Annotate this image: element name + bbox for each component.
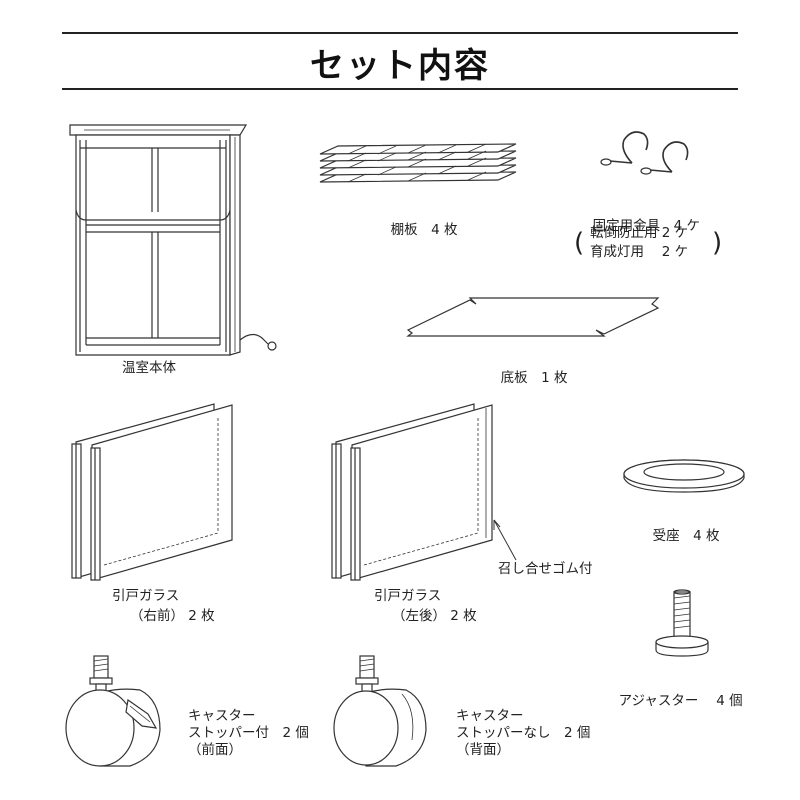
bottom-board-illustration [406, 297, 660, 337]
caster-without-stopper-illustration [333, 655, 427, 767]
sliding-glass-door-left-illustration [331, 403, 517, 581]
label-bottom-qty: 1 枚 [541, 370, 568, 386]
label-caster-back-3: （背面） [456, 742, 510, 758]
label-caster-back-1: キャスター [456, 708, 524, 724]
label-caster-back-2: ストッパーなし 2 個 [456, 725, 591, 741]
label-bottom-board: 底板 1 枚 [492, 353, 568, 387]
label-rubber-note: 召し合せゴム付 [498, 561, 593, 577]
bracket-paren-left: ( [574, 228, 585, 258]
label-bracket-name: 固定用金具 [592, 218, 661, 234]
label-caster-front-3: （前面） [188, 742, 242, 758]
sliding-glass-door-right-illustration [71, 403, 233, 581]
label-caster-front-1: キャスター [188, 708, 256, 724]
greenhouse-body-illustration [69, 124, 277, 356]
label-adjuster-name: アジャスター [618, 693, 699, 709]
title-rule-bottom [62, 88, 738, 90]
label-caster-front-2: ストッパー付 2 個 [188, 725, 309, 741]
fixing-brackets-illustration [600, 131, 689, 175]
label-adjuster-qty: 4 個 [716, 693, 743, 709]
adjuster-illustration [655, 589, 709, 657]
label-door-left-1: 引戸ガラス [374, 588, 442, 604]
caster-with-stopper-illustration [65, 655, 161, 767]
label-door-right-2: （右前） 2 枚 [130, 608, 215, 624]
label-shelf-qty: 4 枚 [431, 222, 458, 238]
label-bracket-sub2: 育成灯用 2 ケ [590, 244, 689, 260]
label-bracket: 固定用金具 4 ケ [584, 201, 700, 235]
label-shelf-name: 棚板 [390, 222, 418, 238]
saucer-illustration [623, 459, 745, 493]
label-shelf: 棚板 4 枚 [382, 205, 458, 239]
label-saucer-name: 受座 [652, 528, 680, 544]
title-rule-top [62, 32, 738, 34]
label-door-left-2: （左後） 2 枚 [392, 608, 477, 624]
label-bracket-qty: 4 ケ [673, 218, 700, 234]
label-adjuster: アジャスター 4 個 [610, 676, 743, 710]
label-bottom-name: 底板 [500, 370, 528, 386]
label-door-right-1: 引戸ガラス [112, 588, 180, 604]
bracket-paren-right: ) [712, 228, 723, 258]
shelf-boards-illustration [319, 143, 517, 183]
label-saucer-qty: 4 枚 [693, 528, 720, 544]
page-title: セット内容 [310, 46, 490, 86]
label-bracket-sub1: 転倒防止用 2 ケ [590, 225, 689, 241]
label-saucer: 受座 4 枚 [644, 511, 720, 545]
label-main-body: 温室本体 [122, 360, 176, 376]
